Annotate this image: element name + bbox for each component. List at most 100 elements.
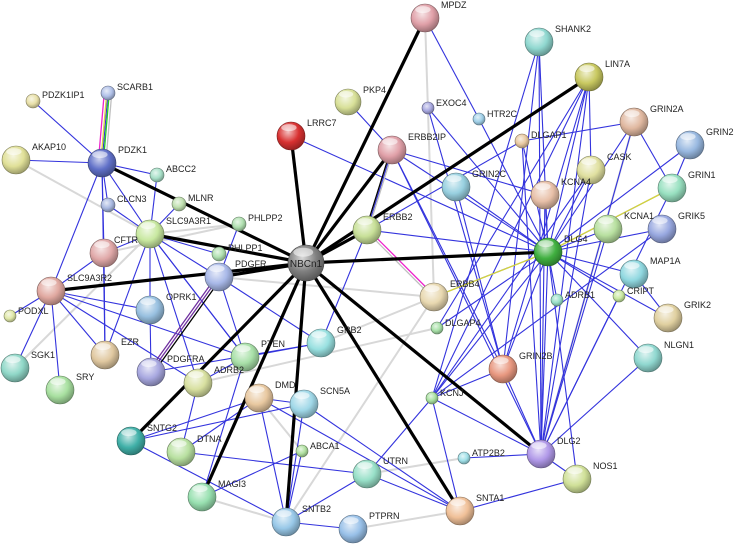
node-phlpp1[interactable] — [211, 246, 227, 262]
node-scarb1[interactable] — [100, 85, 116, 101]
protein-bubble-icon[interactable] — [100, 85, 116, 101]
protein-bubble-icon[interactable] — [514, 133, 530, 149]
protein-bubble-icon[interactable] — [149, 167, 165, 183]
node-pdzk1[interactable] — [87, 148, 117, 178]
node-grin2d[interactable] — [675, 130, 705, 160]
protein-bubble-icon[interactable] — [100, 197, 116, 213]
bubble-highlight-icon — [209, 265, 225, 273]
node-phlpp2[interactable] — [231, 216, 247, 232]
node-dlg2[interactable] — [526, 439, 556, 469]
bubble-highlight-icon — [357, 218, 373, 226]
node-mpdz[interactable] — [410, 3, 440, 33]
node-cript[interactable] — [612, 289, 626, 303]
edge-erbb2-erbb4 — [365, 230, 434, 299]
node-mlnr[interactable] — [171, 196, 187, 212]
node-nlgn1[interactable] — [633, 343, 663, 373]
node-grin2a[interactable] — [619, 107, 649, 137]
node-sntg2[interactable] — [116, 426, 146, 456]
edge-dlgap1-grin2a — [521, 121, 635, 142]
node-label: OPRK1 — [166, 292, 197, 302]
node-pkp4[interactable] — [334, 88, 362, 116]
node-exoc4[interactable] — [421, 101, 435, 115]
node-dmd[interactable] — [244, 383, 274, 413]
node-pdgfra[interactable] — [136, 357, 166, 387]
node-erbb2[interactable] — [352, 215, 382, 245]
node-grin1[interactable] — [657, 173, 687, 203]
bubble-highlight-icon — [662, 176, 678, 184]
node-htr2c[interactable] — [472, 112, 486, 126]
bubble-highlight-icon — [382, 138, 398, 146]
node-clcn3[interactable] — [100, 197, 116, 213]
node-slc9a3r2[interactable] — [36, 276, 66, 306]
node-utrn[interactable] — [352, 459, 382, 489]
node-snta1[interactable] — [445, 496, 475, 526]
node-nos1[interactable] — [562, 464, 592, 494]
node-podxl[interactable] — [3, 309, 17, 323]
node-kcnj[interactable] — [425, 391, 439, 405]
node-map1a[interactable] — [619, 259, 649, 289]
node-adrb1[interactable] — [550, 293, 564, 307]
node-atp2b2[interactable] — [457, 451, 471, 465]
protein-bubble-icon[interactable] — [295, 444, 309, 458]
node-dlgap4[interactable] — [430, 321, 444, 335]
node-label: KCNA4 — [561, 177, 591, 187]
protein-bubble-icon[interactable] — [430, 321, 444, 335]
protein-bubble-icon[interactable] — [231, 216, 247, 232]
node-grin2b[interactable] — [488, 354, 518, 384]
node-label: GRB2 — [337, 325, 362, 335]
protein-bubble-icon[interactable] — [211, 246, 227, 262]
node-label: GRIK5 — [678, 211, 705, 221]
node-label: CASK — [607, 152, 632, 162]
node-abca1[interactable] — [295, 444, 309, 458]
node-grin2c[interactable] — [441, 172, 471, 202]
node-sntb2[interactable] — [271, 507, 301, 537]
node-pdzk1ip1[interactable] — [25, 93, 41, 109]
node-pdgfr[interactable] — [204, 262, 234, 292]
node-label: SCN5A — [320, 386, 350, 396]
node-sry[interactable] — [45, 375, 75, 405]
node-ezr[interactable] — [90, 340, 120, 370]
node-dtna[interactable] — [166, 437, 196, 467]
node-pten[interactable] — [230, 342, 260, 372]
node-akap10[interactable] — [1, 145, 31, 175]
node-erbb4[interactable] — [419, 282, 449, 312]
node-dlgap1[interactable] — [514, 133, 530, 149]
protein-bubble-icon[interactable] — [171, 196, 187, 212]
node-oprk1[interactable] — [135, 295, 165, 325]
node-scn5a[interactable] — [289, 389, 319, 419]
node-magi3[interactable] — [187, 482, 217, 512]
protein-bubble-icon[interactable] — [612, 289, 626, 303]
node-ptprn[interactable] — [338, 514, 368, 544]
node-abcc2[interactable] — [149, 167, 165, 183]
node-nbcn1[interactable] — [287, 244, 325, 282]
node-grb2[interactable] — [306, 328, 336, 358]
edge-magi3-sntb2 — [201, 496, 287, 523]
node-kcna1[interactable] — [593, 214, 623, 244]
bubble-highlight-icon — [41, 279, 57, 287]
node-label: PTEN — [261, 339, 285, 349]
protein-bubble-icon[interactable] — [550, 293, 564, 307]
node-slc9a3r1[interactable] — [135, 219, 165, 249]
node-label: PDZK1 — [118, 145, 147, 155]
protein-bubble-icon[interactable] — [472, 112, 486, 126]
node-kcna4[interactable] — [530, 180, 560, 210]
node-erbb2ip[interactable] — [377, 135, 407, 165]
node-grik2[interactable] — [653, 303, 683, 333]
node-sgk1[interactable] — [0, 353, 30, 383]
protein-bubble-icon[interactable] — [3, 309, 17, 323]
node-grik5[interactable] — [647, 214, 677, 244]
protein-bubble-icon[interactable] — [25, 93, 41, 109]
node-cask[interactable] — [576, 155, 606, 185]
node-label: MPDZ — [441, 0, 467, 10]
edge-magi3-abca1 — [201, 450, 303, 498]
protein-bubble-icon[interactable] — [421, 101, 435, 115]
node-adrb2[interactable] — [183, 368, 213, 398]
node-lin7a[interactable] — [574, 62, 604, 92]
node-shank2[interactable] — [524, 27, 554, 57]
protein-bubble-icon[interactable] — [457, 451, 471, 465]
node-dlg4[interactable] — [533, 237, 563, 267]
protein-bubble-icon[interactable] — [425, 391, 439, 405]
node-lrrc7[interactable] — [276, 121, 306, 151]
edge-magi3-pten — [201, 356, 246, 498]
node-cftr[interactable] — [89, 238, 119, 268]
